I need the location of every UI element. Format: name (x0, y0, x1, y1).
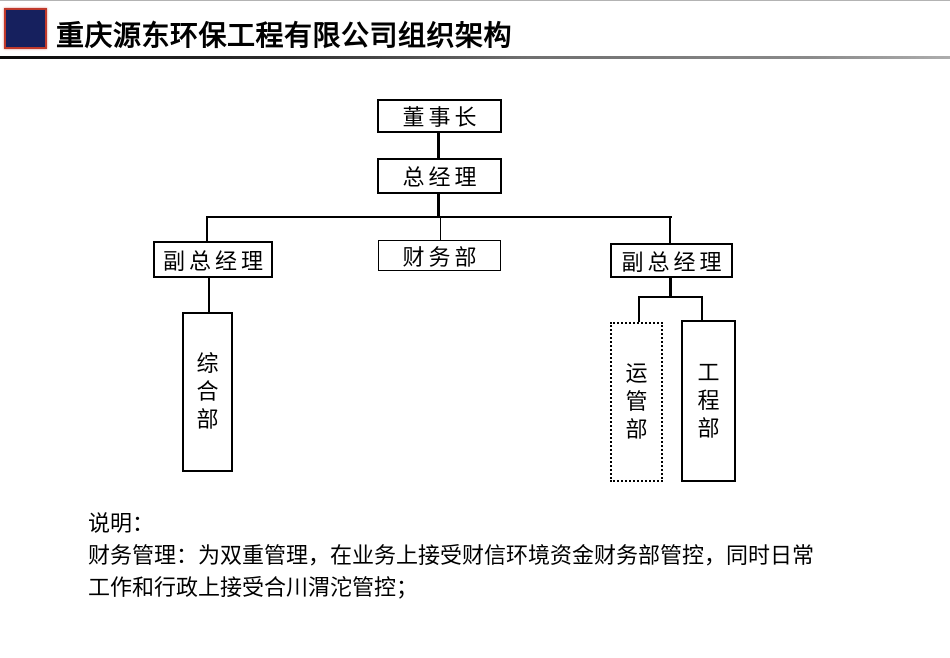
connector-drop-deputy-right (669, 218, 671, 243)
org-node-finance-dept: 财务部 (378, 240, 501, 271)
connector-deputyleft-comprehensive (208, 278, 210, 312)
org-node-operations-dept: 运 管 部 (610, 322, 663, 482)
connector-deputyright-stem (669, 278, 672, 298)
notes-block: 说明： 财务管理：为双重管理，在业务上接受财信环境资金财务部管控，同时日常 工作… (88, 508, 888, 604)
connector-drop-deputy-left (206, 218, 208, 241)
title-accent-square (4, 8, 47, 49)
connector-gm-stem (437, 194, 440, 217)
notes-line-1: 财务管理：为双重管理，在业务上接受财信环境资金财务部管控，同时日常 (88, 543, 815, 568)
notes-heading: 说明： (88, 511, 155, 536)
connector-main-horizontal (206, 216, 672, 218)
connector-drop-finance (440, 218, 441, 240)
org-node-deputy-gm-right: 副总经理 (610, 243, 733, 278)
page-title: 重庆源东环保工程有限公司组织架构 (56, 20, 513, 51)
org-node-general-manager: 总经理 (377, 158, 502, 194)
connector-drop-operations (638, 298, 640, 322)
top-edge-line (0, 0, 950, 1)
org-node-chairman: 董事长 (377, 99, 502, 133)
org-node-engineering-dept: 工 程 部 (681, 320, 736, 482)
connector-chairman-gm (437, 132, 440, 158)
notes-line-2: 工作和行政上接受合川渭沱管控； (88, 575, 419, 600)
org-node-comprehensive-dept: 综 合 部 (182, 312, 233, 472)
connector-drop-engineering (701, 298, 703, 320)
connector-right-horizontal (638, 296, 703, 298)
org-node-deputy-gm-left: 副总经理 (153, 241, 273, 278)
header-divider-rule (0, 56, 950, 59)
